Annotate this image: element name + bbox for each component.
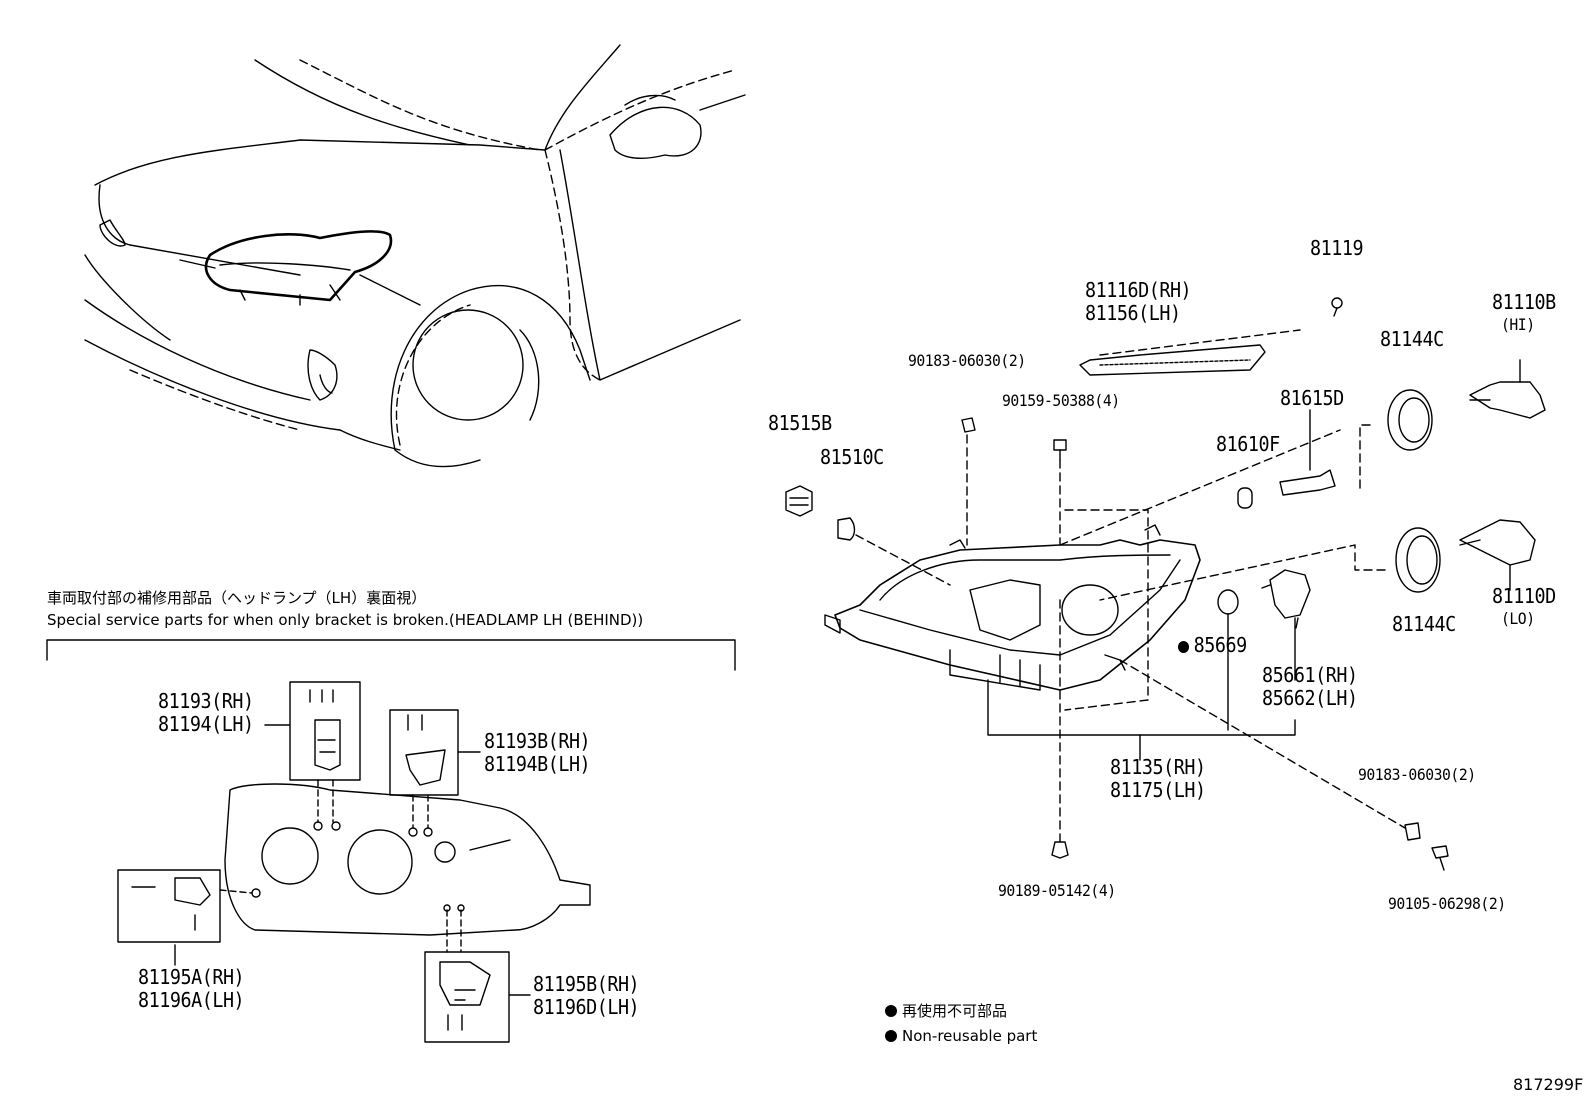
- headlamp-assembly: [824, 524, 1201, 691]
- socket-81615d: [1059, 409, 1341, 546]
- bulb-81110b: [1469, 359, 1546, 419]
- bracket-leaders: [174, 724, 531, 996]
- bracket-81193b: [389, 709, 459, 829]
- label-85669-text: 85669: [1193, 633, 1248, 657]
- label-81175-lh: 81175(LH): [1110, 778, 1206, 802]
- label-81196d-lh: 81196D(LH): [533, 995, 640, 1019]
- label-81119: 81119: [1310, 236, 1364, 260]
- label-81515b: 81515B: [768, 411, 832, 435]
- bracket-81195a: [117, 869, 253, 943]
- bolt-90159: [1053, 439, 1067, 546]
- label-81194-lh: 81194(LH): [158, 712, 254, 736]
- label-81195a-rh: 81195A(RH): [138, 965, 245, 989]
- headlamp-cover-81116d: [1079, 329, 1301, 376]
- label-85669: 85669: [1178, 634, 1247, 656]
- special-note-english: Special service parts for when only brac…: [47, 611, 644, 629]
- legend-bullet-icon: [885, 1005, 897, 1017]
- label-81194b-lh: 81194B(LH): [484, 752, 591, 776]
- bulb-81510c: [837, 517, 951, 586]
- assembly-leader-81135: [987, 509, 1296, 761]
- label-81156-lh: 81156(LH): [1085, 301, 1181, 325]
- label-81193b-rh: 81193B(RH): [484, 729, 591, 753]
- socket-81515b: [785, 485, 813, 517]
- label-81144c-top: 81144C: [1380, 327, 1444, 351]
- diagram-id: 817299F: [1513, 1075, 1584, 1094]
- special-note-japanese: 車両取付部の補修用部品（ヘッドランプ（LH）裏面視）: [47, 589, 427, 607]
- legend-english: Non-reusable part: [885, 1027, 1037, 1045]
- label-81510c: 81510C: [820, 445, 884, 469]
- label-81110d: 81110D: [1492, 584, 1556, 608]
- label-81110b-hi: (HI): [1501, 315, 1535, 334]
- dust-cap-81144c-top: [1359, 389, 1433, 491]
- car-front-illustration: [84, 44, 746, 468]
- label-90189: 90189-05142(4): [998, 881, 1116, 900]
- legend-english-text: Non-reusable part: [902, 1027, 1038, 1045]
- label-81144c-bot: 81144C: [1392, 612, 1456, 636]
- bracket-detail-frame: [46, 639, 736, 671]
- label-81610f: 81610F: [1216, 432, 1280, 456]
- label-90183-top: 90183-06030(2): [908, 351, 1026, 370]
- headlamp-rear-outline: [224, 783, 591, 936]
- label-81615d: 81615D: [1280, 386, 1344, 410]
- label-85662-lh: 85662(LH): [1262, 686, 1358, 710]
- bracket-81195b: [424, 904, 510, 1043]
- bulb-81610f: [1237, 487, 1253, 509]
- label-81110b: 81110B: [1492, 290, 1556, 314]
- label-81110d-lo: (LO): [1501, 609, 1535, 628]
- legend-japanese: 再使用不可部品: [885, 1000, 1007, 1021]
- screw-81119: [1331, 297, 1343, 317]
- label-81195b-rh: 81195B(RH): [533, 972, 640, 996]
- clip-90183-bottom: [1119, 659, 1421, 841]
- label-81135-rh: 81135(RH): [1110, 755, 1206, 779]
- label-85661-rh: 85661(RH): [1262, 663, 1358, 687]
- label-90183-bottom: 90183-06030(2): [1358, 765, 1476, 784]
- o-ring-85669: [1217, 589, 1239, 731]
- label-90159: 90159-50388(4): [1002, 391, 1120, 410]
- legend-japanese-text: 再使用不可部品: [902, 1002, 1008, 1020]
- label-81196a-lh: 81196A(LH): [138, 988, 245, 1012]
- bulb-81110d: [1459, 519, 1536, 591]
- label-90105: 90105-06298(2): [1388, 894, 1506, 913]
- dust-cap-81144c-bot: [1099, 527, 1441, 601]
- non-reusable-bullet-icon: [1178, 641, 1190, 653]
- label-81116d-rh: 81116D(RH): [1085, 278, 1192, 302]
- bracket-81193: [289, 681, 361, 823]
- leveling-actuator-85661: [1261, 569, 1311, 681]
- clip-90183-top: [961, 417, 976, 546]
- label-81193-rh: 81193(RH): [158, 689, 254, 713]
- legend-bullet-icon-2: [885, 1030, 897, 1042]
- bolt-90105: [1431, 845, 1449, 871]
- bolt-90189: [1051, 599, 1069, 859]
